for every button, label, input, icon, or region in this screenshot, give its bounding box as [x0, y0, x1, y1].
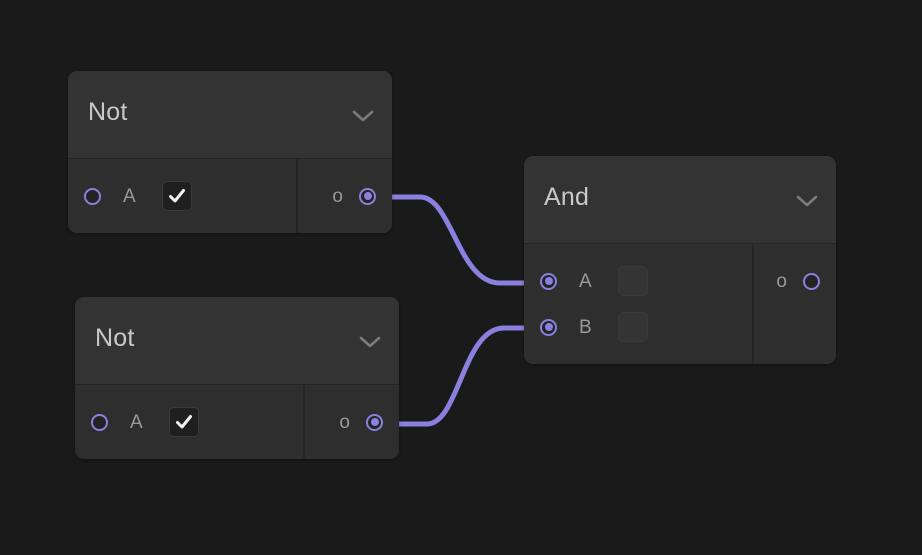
chevron-down-icon[interactable] — [796, 192, 818, 208]
input-row-a[interactable]: A — [75, 399, 303, 445]
input-port-a[interactable] — [540, 272, 557, 290]
output-port-column: o — [298, 159, 392, 233]
connection-not1-to-and-a — [385, 194, 540, 286]
output-port-column: o — [754, 244, 836, 364]
output-port-column: o — [305, 385, 399, 459]
node-not-2[interactable]: Not A — [75, 297, 399, 459]
input-checkbox-b[interactable] — [617, 312, 648, 342]
output-row-o[interactable]: o — [305, 399, 399, 445]
output-port-o[interactable] — [803, 272, 820, 290]
input-port-label: A — [130, 411, 143, 433]
node-body: A o — [68, 159, 392, 233]
input-port-label: B — [579, 316, 592, 338]
input-checkbox-a[interactable] — [168, 407, 199, 437]
chevron-down-icon[interactable] — [352, 107, 374, 123]
input-checkbox-a[interactable] — [617, 266, 648, 296]
input-port-column: A — [75, 385, 303, 459]
node-header[interactable]: Not — [75, 297, 399, 385]
output-row-o[interactable]: o — [298, 173, 392, 219]
input-row-b[interactable]: B — [524, 304, 752, 350]
node-header[interactable]: Not — [68, 71, 392, 159]
input-port-label: A — [123, 185, 136, 207]
node-title: Not — [88, 98, 128, 126]
node-body: A o — [75, 385, 399, 459]
input-port-a[interactable] — [91, 413, 108, 431]
output-port-label: o — [339, 411, 350, 433]
chevron-down-icon[interactable] — [359, 333, 381, 349]
input-port-label: A — [579, 270, 592, 292]
output-row-o[interactable]: o — [754, 258, 836, 304]
node-not-1[interactable]: Not A — [68, 71, 392, 233]
input-row-a[interactable]: A — [524, 258, 752, 304]
node-title: Not — [95, 324, 135, 352]
output-port-o[interactable] — [366, 413, 383, 431]
node-title: And — [544, 183, 590, 211]
connection-not2-to-and-b — [392, 325, 540, 427]
input-port-column: A — [68, 159, 296, 233]
input-row-a[interactable]: A — [68, 173, 296, 219]
input-port-column: A B — [524, 244, 753, 364]
output-port-label: o — [776, 270, 787, 292]
output-port-label: o — [332, 185, 343, 207]
node-body: A B o — [524, 244, 836, 364]
input-checkbox-a[interactable] — [161, 181, 192, 211]
output-port-o[interactable] — [359, 187, 376, 205]
input-port-b[interactable] — [540, 318, 557, 336]
input-port-a[interactable] — [84, 187, 101, 205]
node-header[interactable]: And — [524, 156, 836, 244]
node-and[interactable]: And A B — [524, 156, 836, 364]
